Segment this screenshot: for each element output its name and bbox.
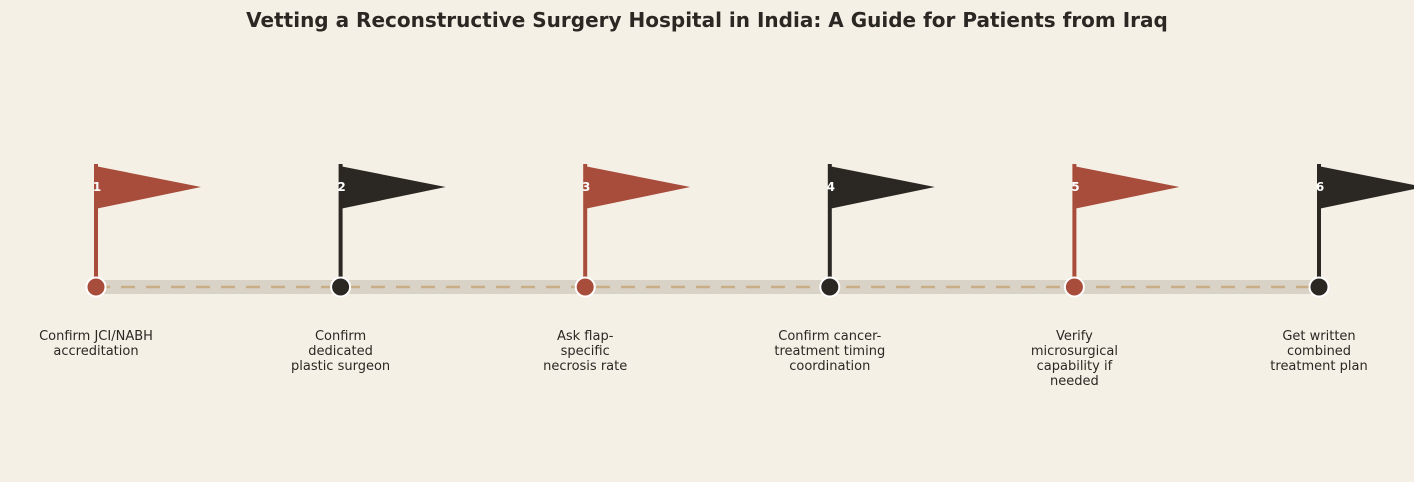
timeline-step-6: 6 [1308, 164, 1414, 298]
step-label-3: Ask flap- specific necrosis rate [543, 329, 628, 374]
flag-icon [339, 166, 446, 209]
page-title: Vetting a Reconstructive Surgery Hospita… [246, 8, 1168, 32]
timeline-step-3: 3 [574, 164, 691, 298]
step-label-6: Get written combined treatment plan [1270, 329, 1368, 374]
step-number: 3 [582, 180, 590, 194]
step-node [1308, 276, 1330, 298]
flag-icon [828, 166, 935, 209]
flag-icon [1318, 166, 1414, 209]
step-node [819, 276, 841, 298]
step-label-4: Confirm cancer- treatment timing coordin… [774, 329, 886, 374]
step-number: 5 [1071, 180, 1079, 194]
step-number: 6 [1316, 180, 1324, 194]
step-node [85, 276, 107, 298]
step-label-2: Confirm dedicated plastic surgeon [291, 329, 391, 374]
steps-layer: 1 2 3 4 5 6 [85, 164, 1414, 298]
step-label-1: Confirm JCI/NABH accreditation [39, 329, 153, 359]
flag-icon [584, 166, 691, 209]
timeline-step-1: 1 [85, 164, 201, 298]
step-number: 2 [337, 180, 345, 194]
timeline-step-4: 4 [819, 164, 935, 298]
flag-icon [95, 166, 201, 209]
step-number: 4 [827, 180, 835, 194]
step-label-5: Verify microsurgical capability if neede… [1030, 329, 1118, 389]
step-node [1063, 276, 1085, 298]
timeline-step-2: 2 [330, 164, 446, 298]
step-node [574, 276, 596, 298]
flag-icon [1073, 166, 1180, 209]
step-number: 1 [93, 180, 101, 194]
step-node [330, 276, 352, 298]
timeline-step-5: 5 [1063, 164, 1180, 298]
